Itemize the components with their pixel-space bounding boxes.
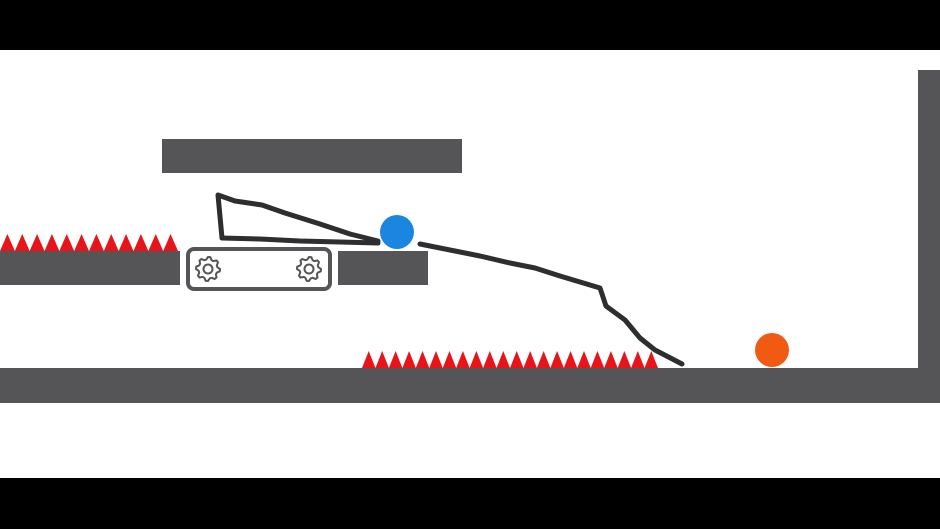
spike [14, 234, 30, 251]
spike [415, 351, 430, 368]
spike [644, 351, 658, 368]
gear-icon [295, 255, 323, 283]
right-shelf [338, 251, 428, 285]
spike [74, 234, 89, 251]
spike [44, 234, 60, 251]
spike [133, 234, 149, 251]
spike [510, 351, 524, 368]
spike [563, 351, 578, 368]
spike [550, 351, 564, 368]
spike [617, 351, 632, 368]
spike [375, 351, 389, 368]
spike [148, 234, 164, 251]
spike [469, 351, 484, 368]
floor [0, 368, 920, 403]
conveyor-belt [186, 247, 332, 291]
spikes-left-shelf [0, 234, 178, 251]
spike [89, 234, 104, 251]
blue-ball [380, 215, 414, 249]
spike [388, 351, 403, 368]
spike [577, 351, 591, 368]
right-wall [918, 70, 940, 403]
spike [631, 351, 645, 368]
spike [59, 234, 75, 251]
spike [29, 234, 45, 251]
spike [0, 234, 15, 251]
top-platform [162, 139, 462, 173]
drawn-slope-line [417, 241, 685, 367]
spike [456, 351, 470, 368]
spike [402, 351, 416, 368]
spike [536, 351, 551, 368]
spikes-floor [362, 351, 658, 368]
spike [103, 234, 119, 251]
spike [362, 351, 376, 368]
spike [523, 351, 537, 368]
spike [590, 351, 605, 368]
spike [496, 351, 510, 368]
left-shelf [0, 251, 180, 285]
spike [483, 351, 497, 368]
drawn-ramp-line [215, 192, 381, 246]
spike [429, 351, 443, 368]
spike [442, 351, 457, 368]
spike [604, 351, 618, 368]
conveyor-frame [186, 247, 332, 291]
orange-ball [755, 333, 789, 367]
spike [118, 234, 134, 251]
gear-icon [194, 255, 222, 283]
spike [163, 234, 178, 251]
